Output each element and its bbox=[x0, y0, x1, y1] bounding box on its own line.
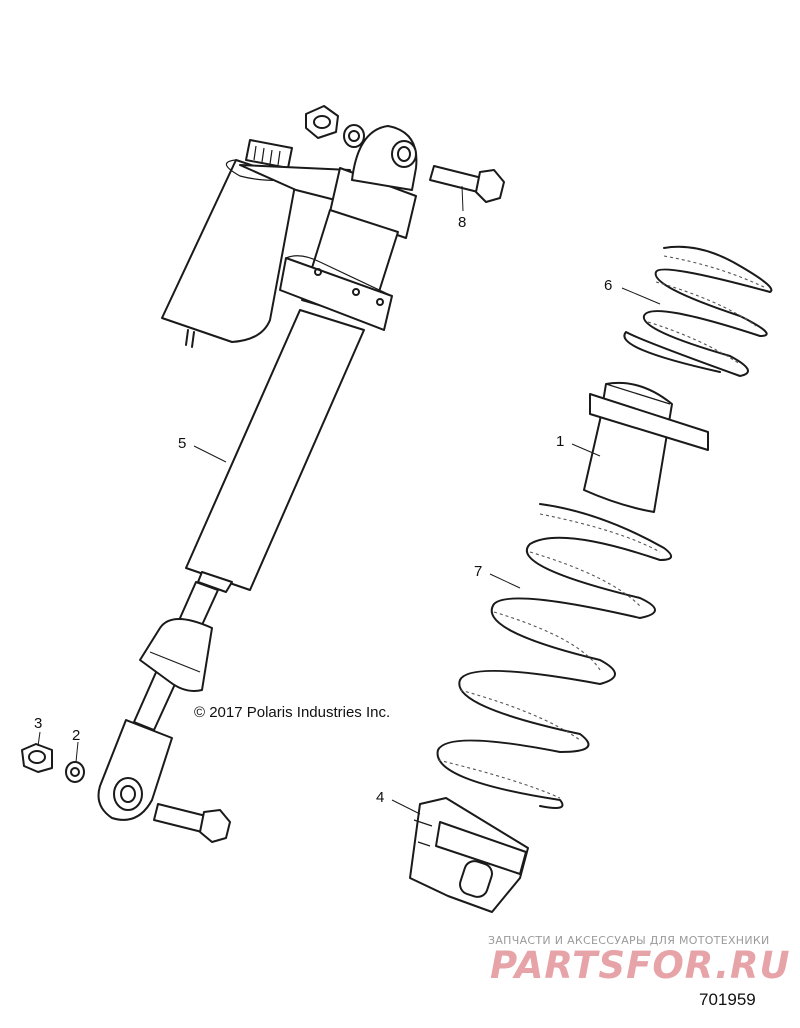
lower-mount-hardware bbox=[21, 743, 231, 843]
lower-spring bbox=[436, 503, 672, 809]
watermark-logo: PARTSFOR.RU bbox=[490, 944, 791, 987]
document-number: 701959 bbox=[699, 990, 756, 1009]
copyright-notice: © 2017 Polaris Industries Inc. bbox=[194, 704, 391, 721]
svg-text:6: 6 bbox=[604, 277, 612, 294]
upper-spring bbox=[623, 245, 773, 377]
svg-text:8: 8 bbox=[458, 214, 466, 231]
upper-mount-hardware bbox=[305, 105, 505, 203]
callout-2: 2 bbox=[72, 727, 80, 763]
svg-text:2: 2 bbox=[72, 727, 80, 744]
callout-1: 1 bbox=[556, 433, 601, 457]
spring-adapter bbox=[583, 381, 709, 513]
spring-retainer bbox=[409, 797, 529, 913]
svg-text:4: 4 bbox=[376, 789, 384, 806]
svg-text:7: 7 bbox=[474, 563, 482, 580]
callout-6: 6 bbox=[604, 277, 661, 305]
svg-text:1: 1 bbox=[556, 433, 564, 450]
callout-3: 3 bbox=[34, 715, 42, 747]
callout-5: 5 bbox=[178, 435, 227, 463]
callout-7: 7 bbox=[474, 563, 521, 589]
watermark-tagline: ЗАПЧАСТИ И АКСЕССУАРЫ ДЛЯ МОТОТЕХНИКИ bbox=[488, 934, 770, 947]
callout-4: 4 bbox=[376, 789, 421, 815]
callout-8: 8 bbox=[458, 185, 466, 231]
shock-absorber bbox=[97, 125, 418, 821]
svg-text:5: 5 bbox=[178, 435, 186, 452]
svg-text:3: 3 bbox=[34, 715, 42, 732]
